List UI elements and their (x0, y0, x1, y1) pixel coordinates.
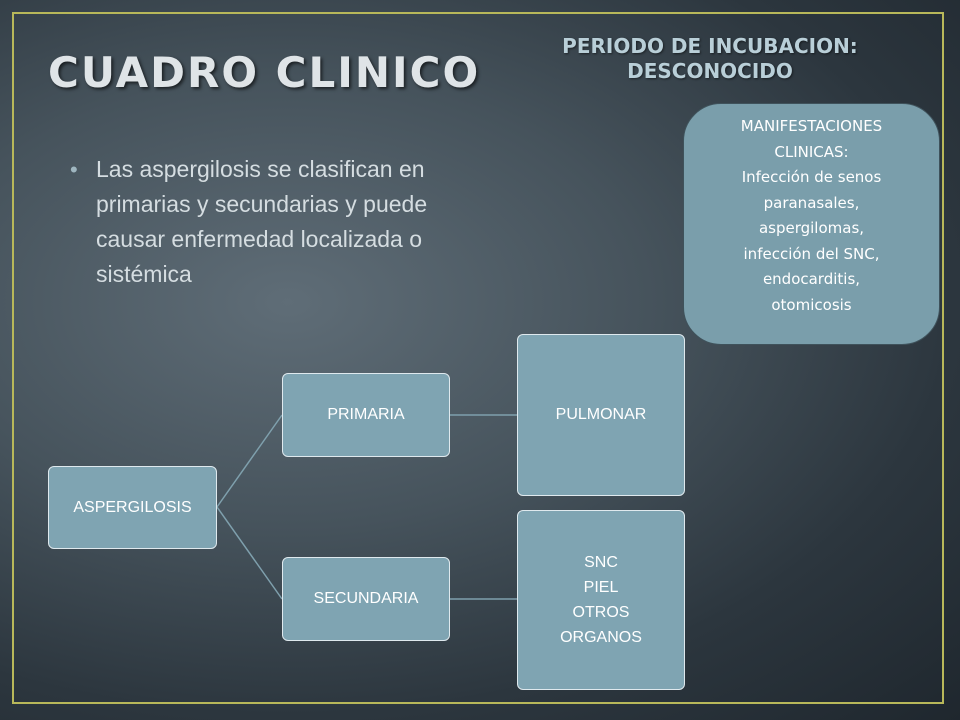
manifestation-line: endocarditis, (762, 270, 861, 288)
manifestation-line: otomicosis (771, 295, 852, 314)
node-pulmonar-label: PULMONAR (555, 406, 647, 423)
manifestation-line: infección del SNC, (743, 244, 880, 263)
manifestation-line: Infección de senos (741, 168, 882, 186)
organ-label: OTROS (572, 604, 630, 621)
organ-label: ORGANOS (560, 629, 642, 646)
bullet-icon: • (70, 157, 78, 182)
bullet-text: Las aspergilosis se clasifican en primar… (96, 156, 428, 287)
incubation-period-line-2: DESCONOCIDO (627, 59, 793, 83)
connector-root-secondary (216, 506, 283, 600)
node-secundaria-label: SECUNDARIA (313, 590, 419, 607)
node-aspergilosis-label: ASPERGILOSIS (73, 498, 192, 516)
node-secondary-organs: SNC PIEL OTROS ORGANOS (517, 510, 685, 690)
node-primaria-label: PRIMARIA (327, 406, 405, 423)
manifestation-line: paranasales, (763, 193, 860, 212)
manifestation-line: aspergilomas, (758, 219, 865, 237)
manifestation-line: CLINICAS: (774, 142, 849, 161)
incubation-period-heading: PERIODO DE INCUBACION: DESCONOCIDO (500, 34, 920, 84)
node-primaria: PRIMARIA (282, 373, 450, 457)
organ-label: SNC (584, 554, 618, 571)
connector-root-primary (216, 414, 283, 508)
node-pulmonar: PULMONAR (517, 334, 685, 496)
node-aspergilosis: ASPERGILOSIS (48, 466, 217, 549)
bullet-point: • Las aspergilosis se clasifican en prim… (70, 152, 490, 292)
slide-title: CUADRO CLINICO (48, 48, 481, 97)
manifestation-line: MANIFESTACIONES (740, 117, 883, 135)
organ-label: PIEL (583, 579, 619, 596)
incubation-period-line-1: PERIODO DE INCUBACION: (562, 34, 858, 58)
clinical-manifestations-box: MANIFESTACIONES CLINICAS: Infección de s… (683, 103, 940, 345)
slide-frame (12, 12, 944, 704)
node-secundaria: SECUNDARIA (282, 557, 450, 641)
